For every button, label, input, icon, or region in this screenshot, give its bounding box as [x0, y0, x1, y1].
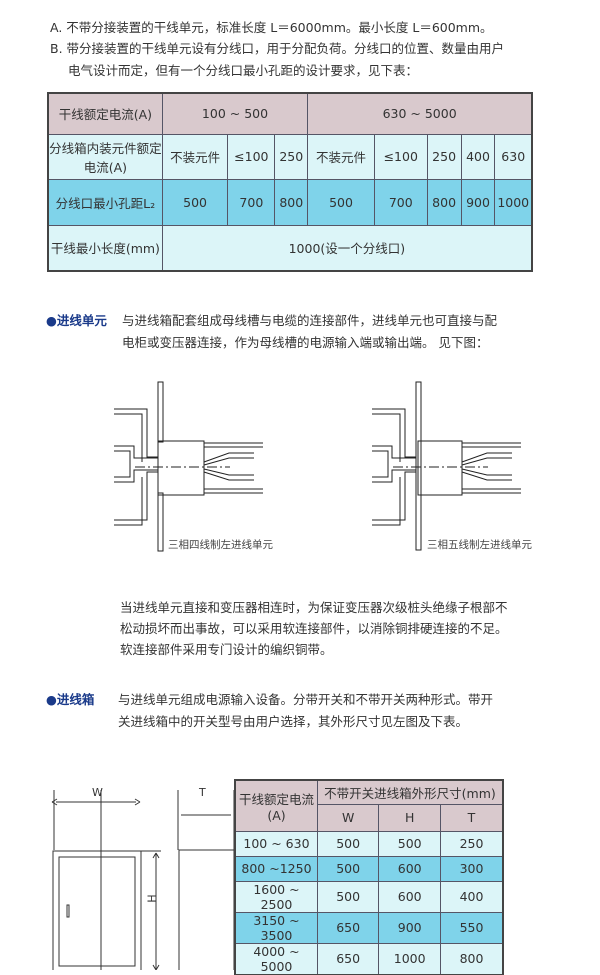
cell: 800: [274, 178, 309, 226]
cell: 400: [460, 133, 496, 180]
column-header: W: [316, 803, 380, 832]
cell: ≤100: [227, 133, 276, 180]
min-spacing-table: 干线额定电流(A) 100 ~ 500 630 ~ 5000 分线箱内装元件额定…: [47, 92, 533, 272]
cell: 800 ~1250: [234, 855, 318, 882]
four-wire-diagram: [114, 381, 263, 552]
cell: 3150 ~ 3500: [234, 911, 318, 944]
row-label: 干线最小长度(mm): [47, 224, 163, 272]
group-cell: 630 ~ 5000: [307, 92, 533, 135]
section-text: 电柜或变压器连接，作为母线槽的电源输入端或输出端。 见下图：: [122, 335, 489, 350]
paragraph-line: 当进线单元直接和变压器相连时，为保证变压器次级桩头绝缘子根部不: [120, 600, 508, 615]
section-title: 进线箱: [56, 692, 95, 707]
dimension-w-label: W: [92, 786, 103, 799]
diagram-caption: 三相五线制左进线单元: [427, 539, 532, 551]
header-label: 干线额定电流(A): [234, 779, 318, 832]
group-cell: 100 ~ 500: [161, 92, 309, 135]
section-incoming-box: ●进线箱: [46, 689, 94, 708]
cabinet-drawing: [51, 790, 235, 970]
row-label: 干线额定电流(A): [47, 92, 163, 135]
cell: 550: [439, 911, 504, 944]
cell: 600: [378, 880, 441, 913]
section-incoming-unit: ●进线单元: [46, 310, 107, 329]
intro-line-b: B. 带分接装置的干线单元设有分线口，用于分配负荷。分线口的位置、数量由用户: [50, 41, 505, 56]
cell: 100 ~ 630: [234, 830, 318, 857]
cell: 250: [274, 133, 309, 180]
cell: 500: [316, 880, 380, 913]
section-title: 进线单元: [56, 313, 107, 328]
incoming-unit-diagrams: [114, 381, 521, 552]
cell: 250: [426, 133, 462, 180]
dimension-h-label: H: [144, 894, 158, 903]
cell: 1000: [378, 942, 441, 975]
header-group: 不带开关进线箱外形尺寸(mm): [316, 779, 504, 805]
cell: 1000(设一个分线口): [161, 224, 533, 272]
column-header: H: [378, 803, 441, 832]
cell: 650: [316, 911, 380, 944]
cell: 900: [460, 178, 496, 226]
five-wire-diagram: [372, 381, 521, 551]
cell: 700: [227, 178, 276, 226]
section-text: 与进线箱配套组成母线槽与电缆的连接部件，进线单元也可直接与配: [122, 313, 498, 328]
diagram-caption: 三相四线制左进线单元: [168, 539, 273, 551]
cell: 700: [373, 178, 428, 226]
cell: 600: [378, 855, 441, 882]
box-dimension-table: 干线额定电流(A) 不带开关进线箱外形尺寸(mm) W H T 100 ~ 63…: [234, 779, 504, 975]
intro-line-b-cont: 电气设计而定，但有一个分线口最小孔距的设计要求，见下表：: [68, 63, 419, 78]
cell: 1600 ~ 2500: [234, 880, 318, 913]
cell: 1000: [494, 178, 533, 226]
bullet-icon: ●: [46, 692, 57, 707]
cell: 500: [161, 178, 229, 226]
cell: ≤100: [373, 133, 428, 180]
column-header: T: [439, 803, 504, 832]
cell: 800: [439, 942, 504, 975]
bullet-icon: ●: [46, 313, 57, 328]
paragraph-line: 松动损坏而出事故，可以采用软连接部件，以消除铜排硬连接的不足。: [120, 621, 508, 636]
cell: 500: [316, 830, 380, 857]
cell: 250: [439, 830, 504, 857]
row-label: 分线口最小孔距L₂: [47, 178, 163, 226]
dimension-t-label: T: [199, 786, 206, 799]
cell: 不装元件: [307, 133, 375, 180]
section-text: 与进线单元组成电源输入设备。分带开关和不带开关两种形式。带开: [118, 692, 494, 707]
cell: 500: [378, 830, 441, 857]
cell: 500: [316, 855, 380, 882]
section-text: 关进线箱中的开关型号由用户选择，其外形尺寸见左图及下表。: [118, 714, 469, 729]
row-label: 分线箱内装元件额定电流(A): [47, 133, 163, 180]
cell: 900: [378, 911, 441, 944]
cell: 300: [439, 855, 504, 882]
cell: 不装元件: [161, 133, 229, 180]
cell: 650: [316, 942, 380, 975]
cell: 4000 ~ 5000: [234, 942, 318, 975]
cell: 800: [426, 178, 462, 226]
cell: 400: [439, 880, 504, 913]
cell: 500: [307, 178, 375, 226]
cell: 630: [494, 133, 533, 180]
paragraph-line: 软连接部件采用专门设计的编织铜带。: [120, 642, 333, 657]
intro-line-a: A. 不带分接装置的干线单元，标准长度 L＝6000mm。最小长度 L＝600m…: [50, 20, 493, 35]
